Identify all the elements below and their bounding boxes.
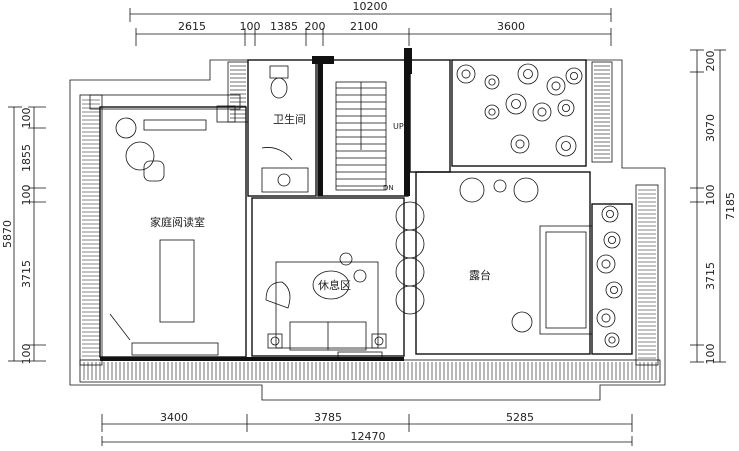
tree-icon (510, 134, 530, 154)
tree-core (610, 285, 619, 294)
vanity (261, 167, 309, 193)
toilet-bowl (270, 77, 288, 99)
low-cabinet (131, 342, 219, 356)
right-dim-3: 100 (704, 185, 717, 206)
tree-icon (596, 254, 616, 274)
bottom-dim-1: 3400 (160, 411, 188, 424)
tree-icon (601, 205, 619, 223)
tree-core (461, 69, 471, 79)
left-dim-4: 3715 (20, 260, 33, 288)
tree-core (523, 69, 533, 79)
top-dim-1: 2615 (178, 20, 206, 33)
tree-core (488, 78, 496, 86)
tree-core (562, 104, 571, 113)
tree-icon (505, 93, 527, 115)
tree-core (601, 259, 611, 269)
tree-core (608, 235, 617, 244)
cabinet (216, 105, 236, 123)
bottom-dimension-lines: 3400 3785 5285 12470 (101, 411, 633, 446)
bookshelf (143, 119, 207, 131)
tree-icon (456, 64, 476, 84)
bottom-dim-3: 5285 (506, 411, 534, 424)
tree-core (570, 72, 579, 81)
tree-core (488, 108, 496, 116)
right-overall-dim: 7185 (724, 192, 737, 220)
tree-icon (604, 332, 620, 348)
left-dim-5: 100 (20, 344, 33, 365)
reading-room-label: 家庭阅读室 (150, 215, 205, 229)
top-dim-2: 100 (240, 20, 261, 33)
tree-core (511, 99, 521, 109)
tree-icon (555, 135, 577, 157)
tree-icon (484, 104, 500, 120)
bathroom-label: 卫生间 (273, 112, 306, 126)
left-dim-1: 100 (20, 108, 33, 129)
stair-up-label: UP (393, 122, 404, 131)
tree-icon (565, 67, 583, 85)
planter-trees (456, 63, 623, 348)
tree-icon (532, 102, 552, 122)
round-screen-divider (395, 201, 425, 315)
top-dimension-lines: 10200 2615 100 1385 200 2100 3600 (129, 0, 612, 46)
armchair (125, 141, 155, 171)
staircase: UP DN (335, 81, 404, 192)
lounge-label: 休息区 (318, 278, 351, 292)
tree-icon (517, 63, 539, 85)
tree-core (608, 336, 616, 344)
roof-outline (69, 59, 666, 401)
lounge-furniture: 休息区 (265, 252, 387, 361)
right-dimension-lines: 200 3070 100 3715 100 7185 (690, 49, 737, 365)
terrace-furniture: 露台 (459, 177, 593, 335)
tree-core (601, 313, 611, 323)
lounge-ottoman (312, 270, 350, 300)
tree-icon (596, 308, 616, 328)
right-dim-2: 3070 (704, 114, 717, 142)
bathroom-fixtures: 卫生间 (261, 65, 309, 193)
eaves-hatching (79, 61, 661, 383)
tree-icon (605, 281, 623, 299)
right-dim-5: 100 (704, 344, 717, 365)
top-dim-6: 3600 (497, 20, 525, 33)
sink-basin (277, 173, 291, 187)
terrace-daybed (539, 225, 593, 335)
stair-dn-label: DN (383, 184, 394, 192)
left-dimension-lines: 5870 100 1855 100 3715 100 (1, 106, 46, 365)
left-overall-dim: 5870 (1, 220, 14, 248)
lounge-chair (265, 281, 291, 309)
tree-icon (546, 76, 566, 96)
tree-icon (603, 231, 621, 249)
ottoman (143, 160, 165, 182)
plant-pot-icon (115, 117, 137, 139)
tree-icon (557, 99, 575, 117)
tree-core (515, 139, 525, 149)
top-dim-3: 1385 (270, 20, 298, 33)
top-overall-dim: 10200 (353, 0, 388, 13)
tree-core (606, 209, 615, 218)
tree-icon (484, 74, 500, 90)
top-dim-4: 200 (305, 20, 326, 33)
tree-core (551, 81, 561, 91)
dining-table (159, 239, 195, 323)
toilet-tank (269, 65, 289, 79)
tree-core (537, 107, 547, 117)
tree-core (561, 141, 571, 151)
bottom-overall-dim: 12470 (351, 430, 386, 443)
terrace-label: 露台 (469, 268, 491, 282)
walls (99, 48, 633, 361)
left-dim-3: 100 (20, 185, 33, 206)
bottom-dim-2: 3785 (314, 411, 342, 424)
reading-room-furniture: 家庭阅读室 (109, 105, 236, 356)
right-dim-1: 200 (704, 51, 717, 72)
left-dim-2: 1855 (20, 144, 33, 172)
top-dim-5: 2100 (350, 20, 378, 33)
right-dim-4: 3715 (704, 262, 717, 290)
